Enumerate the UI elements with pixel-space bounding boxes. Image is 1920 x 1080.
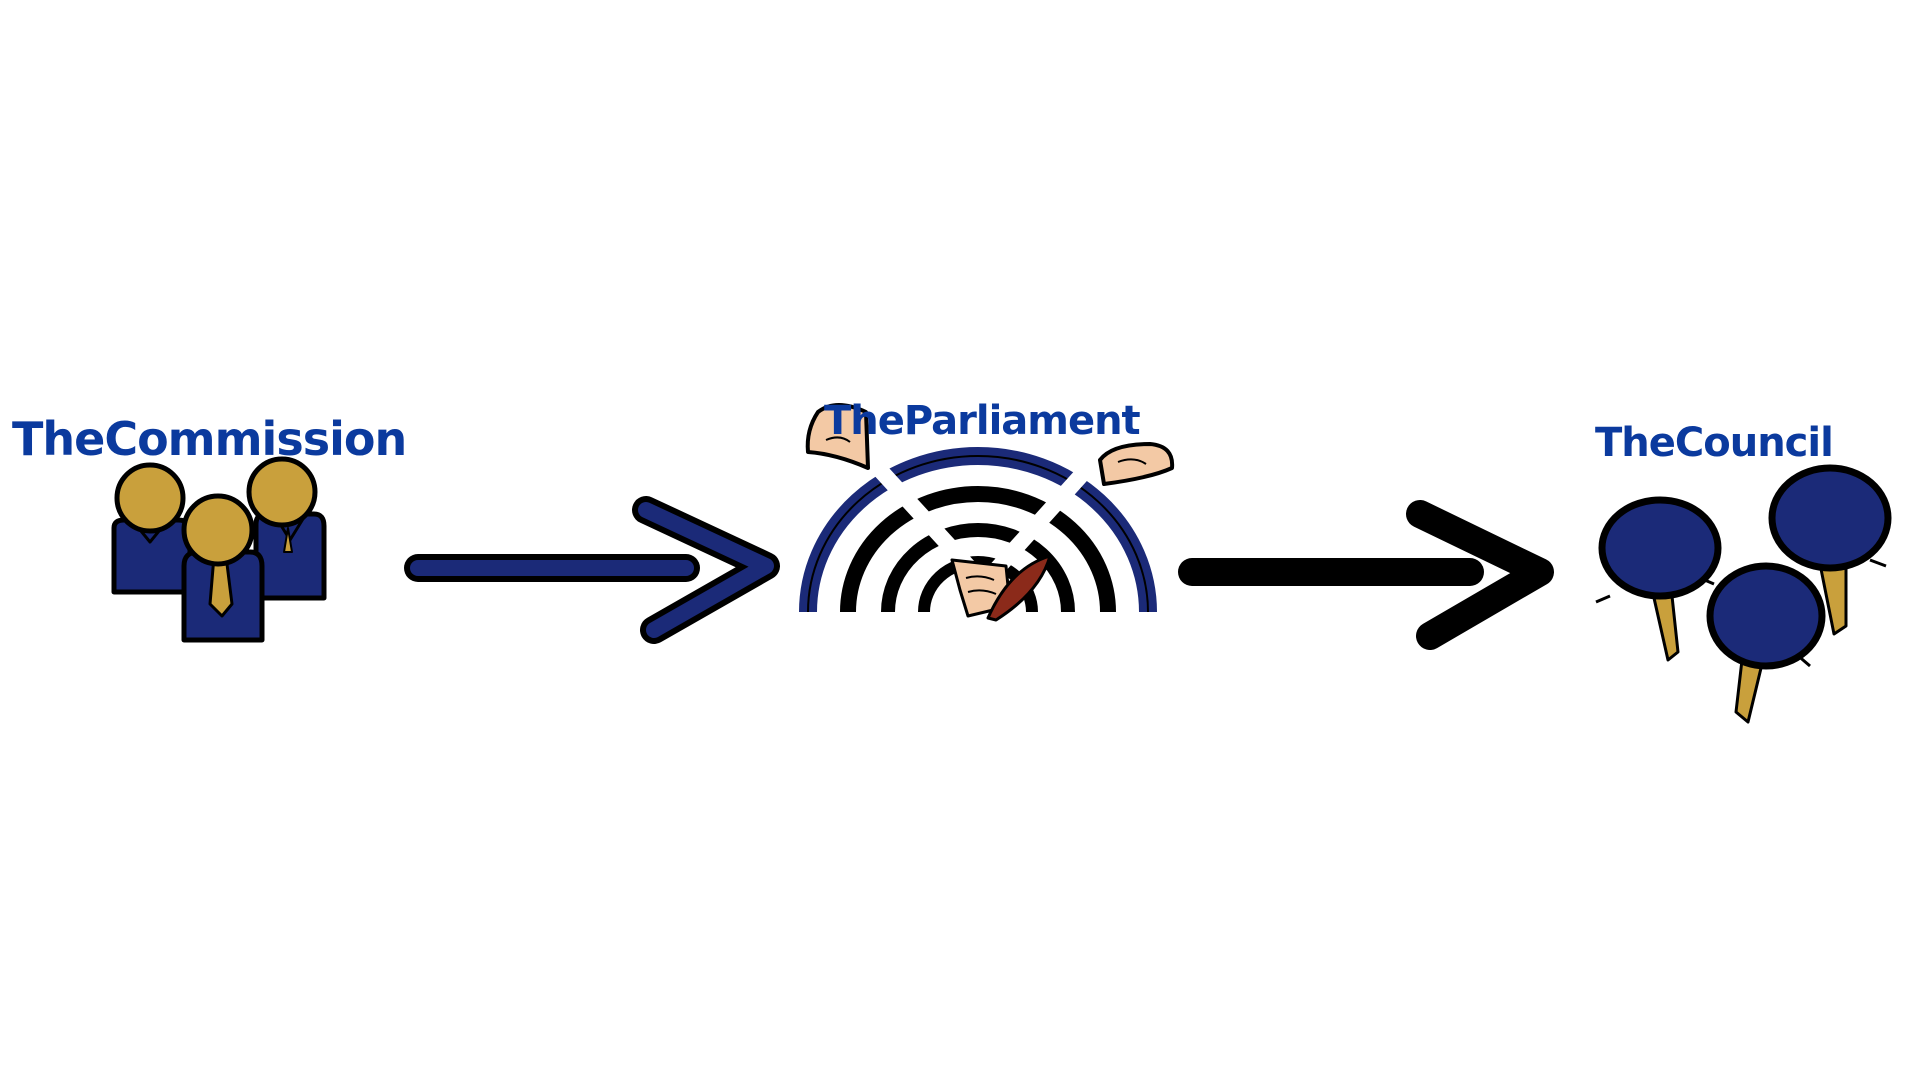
- council-member-right: [1768, 464, 1892, 572]
- hemicycle-ring-3: [881, 523, 1075, 613]
- quill-icon: [986, 554, 1052, 622]
- official-right: [253, 511, 327, 601]
- official-right-head: [246, 456, 318, 528]
- paper-flying-right: [1098, 442, 1175, 486]
- label-parliament: TheParliament: [824, 398, 1141, 444]
- label-council: TheCouncil: [1595, 420, 1834, 466]
- official-front-head: [181, 493, 255, 567]
- label-commission: TheCommission: [12, 412, 407, 466]
- official-left-head: [114, 462, 186, 534]
- hemicycle-ring-2: [840, 486, 1116, 613]
- council-member-center: [1706, 562, 1826, 670]
- council-member-left: [1598, 496, 1722, 600]
